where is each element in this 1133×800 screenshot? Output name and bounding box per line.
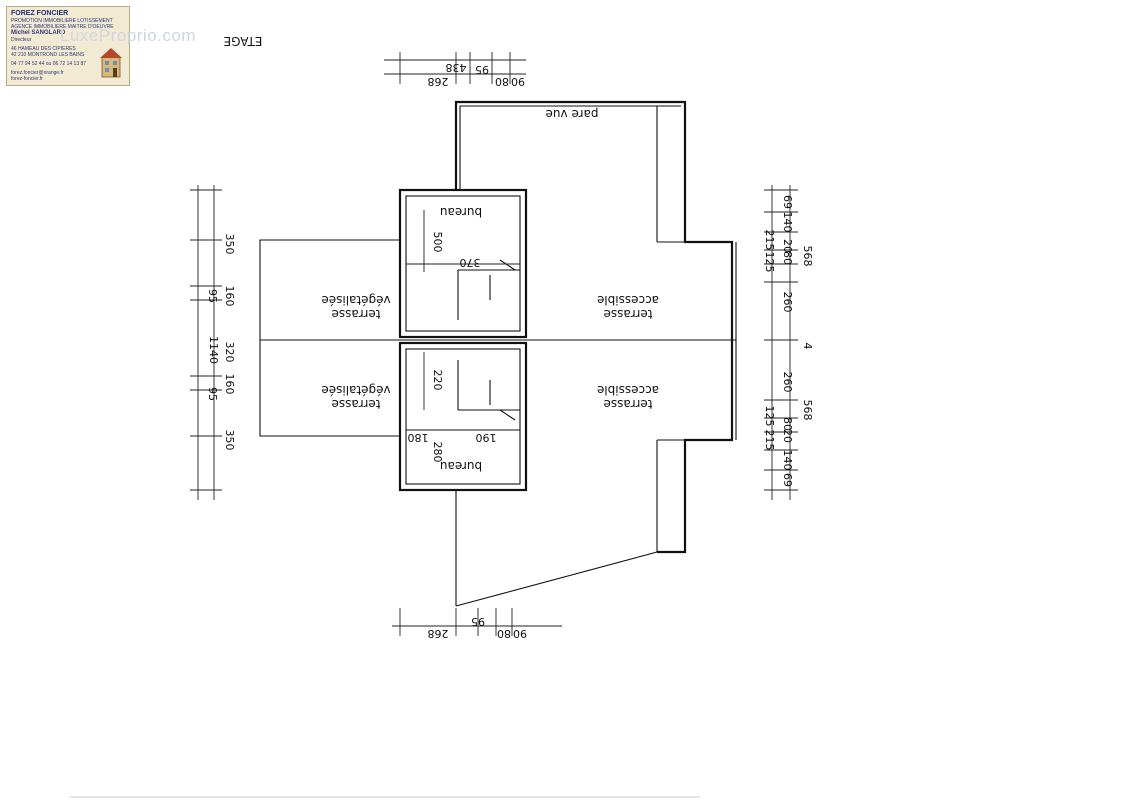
room-labels: pare vue bureau bureau terrasse accessib… — [321, 107, 659, 473]
label-terrasse-accessible-top-2: accessible — [597, 293, 659, 307]
agency-stamp: FOREZ FONCIER PROMOTION IMMOBILIERE LOTI… — [6, 6, 130, 86]
dim-top-90: 90 — [511, 75, 525, 88]
dim-right-4: 4 — [801, 343, 814, 350]
dim-in-190: 190 — [476, 431, 497, 444]
label-terrasse-vegetalisee-bottom-1: terrasse — [332, 397, 381, 411]
dim-top-438: 438 — [446, 61, 467, 74]
dim-right-140-top: 140 — [781, 212, 794, 233]
top-dimensions: 268 438 95 80 90 — [384, 52, 526, 88]
label-pare-vue: pare vue — [546, 107, 599, 121]
dim-top-80: 80 — [495, 75, 509, 88]
dim-right-69-top: 69 — [781, 195, 794, 209]
dim-right-125-bottom: 125 — [763, 406, 776, 427]
dim-in-280: 280 — [431, 442, 444, 463]
plan-title: ETAGE — [224, 34, 263, 48]
dim-right-215-bottom: 215 — [763, 430, 776, 451]
dim-bottom-95: 95 — [471, 615, 485, 628]
right-dimensions: 69 140 215 20 80 125 260 568 4 260 125 8… — [763, 185, 814, 500]
dim-right-140-bottom: 140 — [781, 450, 794, 471]
house-logo-icon — [100, 48, 122, 78]
stamp-phone: 04 77 94 52 44 ou 06 72 14 13 87 — [11, 61, 87, 67]
dim-left-1140: 1140 — [207, 336, 220, 364]
stamp-web: forez-foncier.fr — [11, 76, 43, 82]
dim-bottom-268: 268 — [428, 627, 449, 640]
dim-in-500: 500 — [431, 232, 444, 253]
dim-right-568-bottom: 568 — [801, 400, 814, 421]
inner-dimensions: 500 370 220 180 190 280 — [406, 210, 520, 463]
stamp-line1: PROMOTION IMMOBILIERE LOTISSEMENT — [11, 18, 113, 24]
label-bureau-top: bureau — [440, 205, 482, 219]
dim-in-370: 370 — [460, 256, 481, 269]
dim-right-260-bottom: 260 — [781, 372, 794, 393]
label-terrasse-accessible-bottom-2: accessible — [597, 383, 659, 397]
bottom-dimensions: 268 95 80 90 — [392, 608, 562, 640]
stamp-address1: 46 HAMEAU DES CIPIERES — [11, 46, 76, 52]
dim-right-260-top: 260 — [781, 292, 794, 313]
label-terrasse-vegetalisee-top-1: terrasse — [332, 307, 381, 321]
dim-right-125-top: 125 — [763, 252, 776, 273]
dim-left-95-top: 95 — [206, 289, 219, 303]
dim-left-320: 320 — [223, 342, 236, 363]
stamp-company: FOREZ FONCIER — [11, 10, 69, 17]
dim-left-95-bottom: 95 — [206, 387, 219, 401]
dim-top-95: 95 — [475, 63, 489, 76]
label-terrasse-accessible-bottom-1: terrasse — [604, 397, 653, 411]
dim-left-160-bottom: 160 — [223, 374, 236, 395]
dim-left-350-bottom: 350 — [223, 430, 236, 451]
dim-top-268: 268 — [428, 75, 449, 88]
dim-left-160-top: 160 — [223, 286, 236, 307]
stamp-email: forez.foncier@orange.fr — [11, 70, 64, 76]
building-walls — [259, 100, 737, 607]
dim-right-215-top: 215 — [763, 230, 776, 251]
watermark: LuxeProprio.com — [60, 26, 197, 45]
dim-right-69-bottom: 69 — [781, 473, 794, 487]
label-bureau-bottom: bureau — [440, 459, 482, 473]
left-dimensions: 350 95 160 1140 320 95 160 350 — [190, 185, 236, 500]
label-terrasse-vegetalisee-top-2: végétalisée — [321, 293, 390, 307]
dim-right-20-top: 20 — [781, 239, 794, 253]
dim-right-20-bottom: 20 — [781, 429, 794, 443]
dim-in-220: 220 — [431, 370, 444, 391]
dim-in-180: 180 — [408, 431, 429, 444]
label-terrasse-vegetalisee-bottom-2: végétalisée — [321, 383, 390, 397]
dim-right-80-bottom: 80 — [781, 417, 794, 431]
label-terrasse-accessible-top-1: terrasse — [604, 307, 653, 321]
dim-bottom-90: 90 — [513, 627, 527, 640]
dim-right-80-top: 80 — [781, 251, 794, 265]
dim-left-350-top: 350 — [223, 234, 236, 255]
dim-right-568-top: 568 — [801, 246, 814, 267]
dim-bottom-80: 80 — [497, 627, 511, 640]
stamp-address2: 42 210 MONTROND LES BAINS — [11, 52, 85, 58]
stamp-role: Directeur — [11, 37, 32, 43]
stamp-line2: AGENCE IMMOBILIERE MAITRE D'OEUVRE — [11, 24, 114, 30]
stamp-name: Michel SANGLARD — [11, 30, 66, 36]
